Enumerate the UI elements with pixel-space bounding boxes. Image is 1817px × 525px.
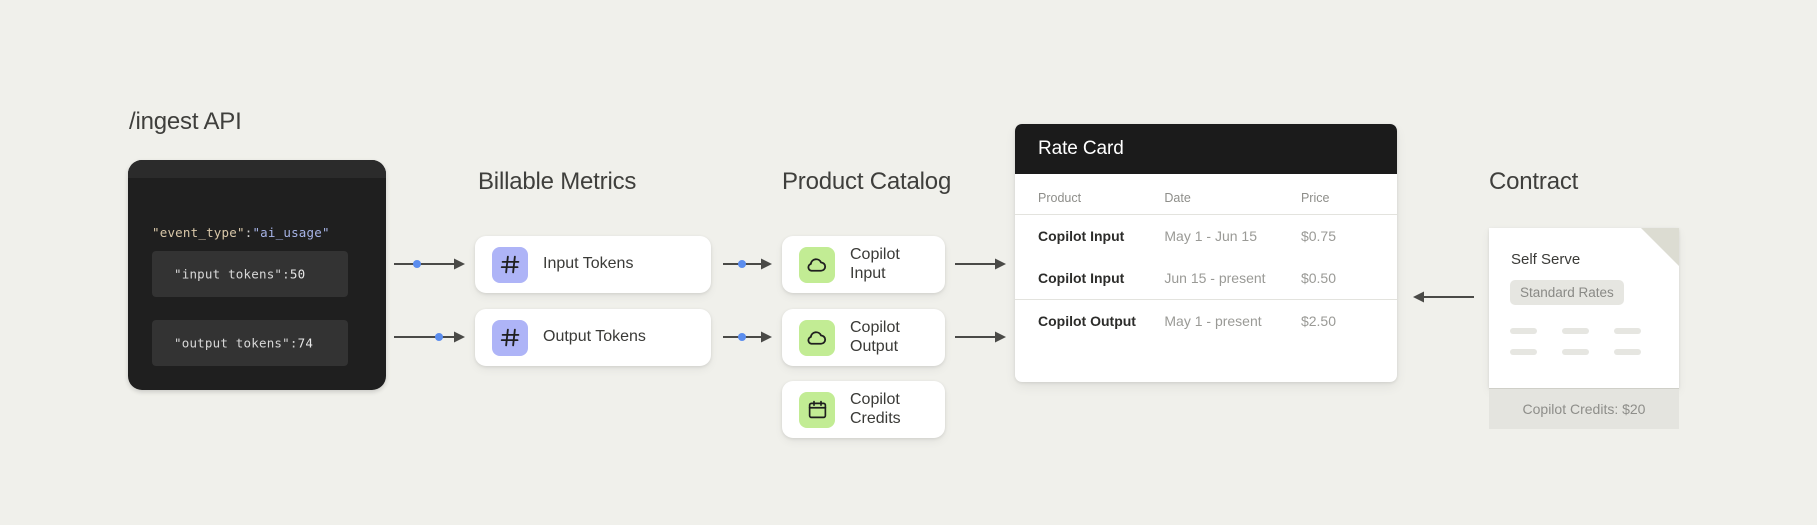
placeholder-bar <box>1562 349 1589 355</box>
event-type-value: "ai_usage" <box>252 225 330 240</box>
input-tokens-key: "input tokens" <box>174 266 283 282</box>
arrow-output-tokens-to-copilot-output <box>723 329 773 345</box>
cloud-icon <box>799 319 835 356</box>
arrow-copilot-input-to-rate-card <box>955 256 1007 272</box>
metric-chip-output-tokens[interactable]: Output Tokens <box>475 309 711 366</box>
table-header-row: Product Date Price <box>1015 174 1397 215</box>
input-tokens-colon: : <box>282 266 290 282</box>
code-card-titlebar <box>128 160 386 178</box>
event-type-key: "event_type" <box>152 225 245 240</box>
event-type-line: "event_type":"ai_usage" <box>152 225 330 240</box>
product-label: Copilot Input <box>850 246 900 282</box>
cell-product: Copilot Input <box>1038 228 1125 244</box>
table-row: Copilot Output May 1 - present $2.50 <box>1015 299 1397 343</box>
output-tokens-value: 74 <box>297 335 314 351</box>
table-row: Copilot Input May 1 - Jun 15 $0.75 <box>1015 215 1397 258</box>
output-tokens-colon: : <box>289 335 298 351</box>
product-chip-copilot-input[interactable]: Copilot Input <box>782 236 945 293</box>
contract-footer: Copilot Credits: $20 <box>1489 388 1679 429</box>
contract-footer-text: Copilot Credits: $20 <box>1522 401 1646 417</box>
product-chip-copilot-output[interactable]: Copilot Output <box>782 309 945 366</box>
event-type-colon: : <box>244 225 253 240</box>
cell-date: May 1 - present <box>1164 313 1262 329</box>
cloud-icon <box>799 246 835 283</box>
output-tokens-line: "output tokens":74 <box>174 336 313 351</box>
arrow-ingest-to-input-tokens <box>394 256 466 272</box>
rate-card-header: Rate Card <box>1015 124 1397 174</box>
input-tokens-code-box: "input tokens":50 <box>152 251 348 297</box>
status-badge: Standard Rates <box>1510 280 1624 305</box>
ingest-api-title: /ingest API <box>129 108 242 135</box>
input-tokens-value: 50 <box>289 266 306 282</box>
hash-icon <box>492 319 528 356</box>
contract-title: Contract <box>1489 168 1579 195</box>
contract-card[interactable]: Self Serve Standard Rates <box>1489 228 1679 388</box>
metric-chip-input-tokens[interactable]: Input Tokens <box>475 236 711 293</box>
input-tokens-line: "input tokens":50 <box>174 267 305 282</box>
metric-label: Output Tokens <box>543 328 646 346</box>
product-catalog-title: Product Catalog <box>782 168 952 195</box>
placeholder-bar <box>1510 328 1537 334</box>
contract-card-title: Self Serve <box>1511 251 1581 268</box>
billable-metrics-title: Billable Metrics <box>478 168 637 195</box>
cell-price: $2.50 <box>1300 313 1336 329</box>
cell-date: Jun 15 - present <box>1164 270 1266 286</box>
placeholder-bar <box>1614 349 1641 355</box>
column-header-price: Price <box>1300 191 1330 205</box>
calendar-icon <box>799 391 835 428</box>
rate-card-title: Rate Card <box>1038 138 1124 159</box>
table-row: Copilot Input Jun 15 - present $0.50 <box>1015 257 1397 300</box>
arrow-ingest-to-output-tokens <box>394 329 466 345</box>
cell-price: $0.50 <box>1300 270 1336 286</box>
rate-card-table: Product Date Price Copilot Input May 1 -… <box>1015 174 1397 342</box>
product-label: Copilot Output <box>850 319 900 355</box>
cell-product: Copilot Input <box>1038 270 1125 286</box>
metric-label: Input Tokens <box>543 255 634 273</box>
cell-product: Copilot Output <box>1038 313 1136 329</box>
column-header-date: Date <box>1164 191 1191 205</box>
folded-corner-icon <box>1641 228 1679 266</box>
column-header-product: Product <box>1038 191 1082 205</box>
hash-icon <box>492 246 528 283</box>
cell-price: $0.75 <box>1300 228 1336 244</box>
placeholder-bar <box>1614 328 1641 334</box>
arrow-contract-to-rate-card <box>1412 289 1474 305</box>
product-chip-copilot-credits[interactable]: Copilot Credits <box>782 381 945 438</box>
product-label: Copilot Credits <box>850 391 901 427</box>
rate-card: Rate Card Product Date Price Copilot Inp… <box>1015 124 1397 382</box>
placeholder-bar <box>1510 349 1537 355</box>
output-tokens-code-box: "output tokens":74 <box>152 320 348 366</box>
ingest-code-card: "event_type":"ai_usage" "input tokens":5… <box>128 160 386 390</box>
placeholder-bar <box>1562 328 1589 334</box>
arrow-copilot-output-to-rate-card <box>955 329 1007 345</box>
arrow-input-tokens-to-copilot-input <box>723 256 773 272</box>
output-tokens-key: "output tokens" <box>174 335 290 351</box>
cell-date: May 1 - Jun 15 <box>1164 228 1257 244</box>
